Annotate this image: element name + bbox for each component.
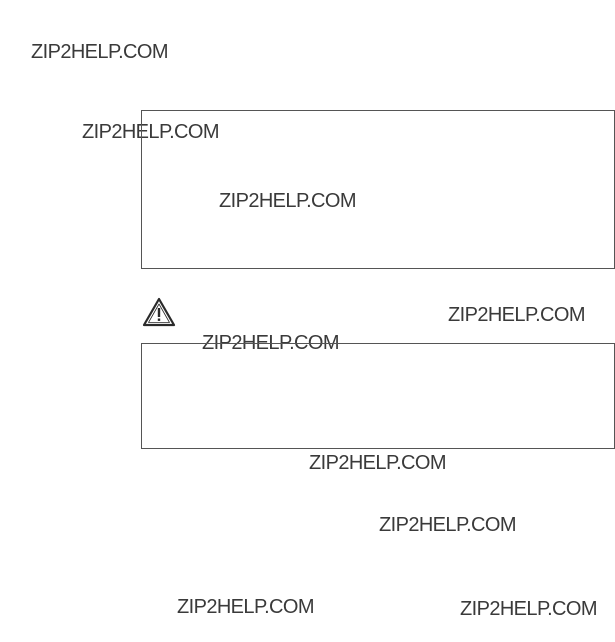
- watermark-3: ZIP2HELP.COM: [219, 190, 357, 212]
- watermark-4: ZIP2HELP.COM: [448, 304, 586, 326]
- content-box-bottom: [141, 343, 615, 449]
- watermark-2: ZIP2HELP.COM: [82, 121, 220, 143]
- watermark-9: ZIP2HELP.COM: [460, 598, 598, 620]
- watermark-7: ZIP2HELP.COM: [379, 514, 517, 536]
- watermark-8: ZIP2HELP.COM: [177, 596, 315, 618]
- watermark-1: ZIP2HELP.COM: [31, 41, 169, 63]
- content-box-top: [141, 110, 615, 269]
- warning-triangle-icon: [142, 297, 176, 327]
- watermark-6: ZIP2HELP.COM: [309, 452, 447, 474]
